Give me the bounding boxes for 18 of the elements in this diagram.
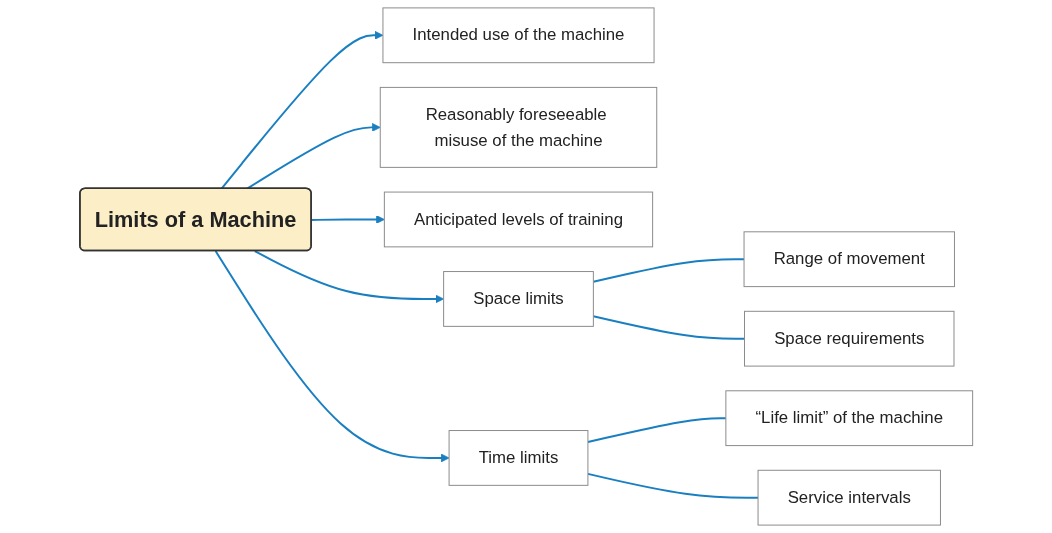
node-box: Service intervals (757, 469, 941, 526)
node-box: “Life limit” of the machine (725, 390, 973, 447)
connector (586, 472, 759, 499)
node-box: Time limits (448, 430, 589, 486)
arrow (310, 215, 385, 224)
node-box: Space limits (442, 271, 594, 327)
arrow (214, 250, 450, 463)
node-box: Space requirements (743, 310, 955, 367)
connector (586, 417, 727, 443)
node-box: Anticipated levels of training (383, 191, 653, 248)
arrow (253, 250, 444, 304)
arrow (245, 123, 381, 190)
node-box: Intended use of the machine (382, 7, 655, 64)
node-box: Reasonably foreseeable misuse of the machine (379, 86, 657, 168)
connector (592, 258, 745, 283)
connector (592, 315, 746, 340)
node-box: Range of movement (743, 231, 955, 288)
arrow (220, 30, 384, 190)
